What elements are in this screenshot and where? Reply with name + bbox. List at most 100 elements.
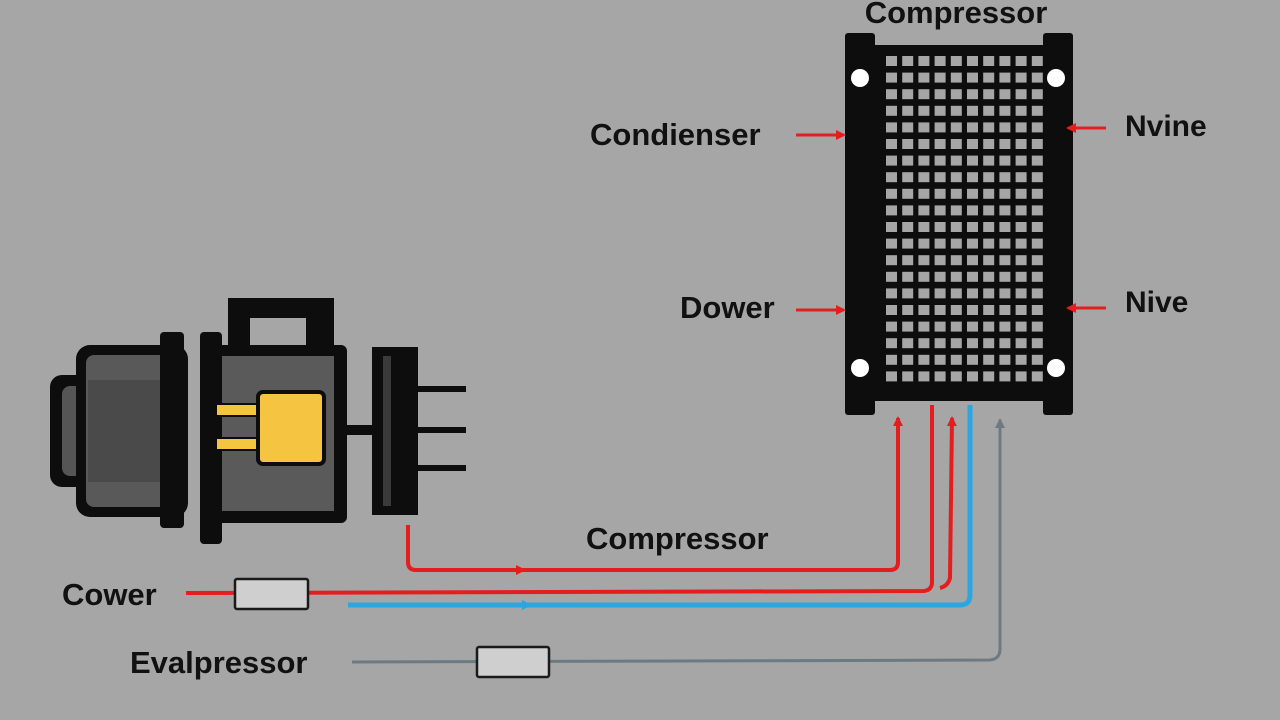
grille-hole — [1015, 205, 1027, 216]
label-nive: Nive — [1125, 286, 1188, 319]
grille-hole — [902, 222, 914, 232]
grille-hole — [1015, 72, 1027, 83]
grille-hole — [1031, 139, 1043, 149]
grille-hole — [1015, 122, 1027, 133]
label-dower: Dower — [680, 290, 775, 325]
grille-hole — [918, 321, 930, 332]
grille-hole — [983, 188, 995, 199]
grille-hole — [1031, 255, 1043, 266]
grille-hole — [902, 371, 914, 382]
grille-hole — [950, 72, 962, 83]
grille-hole — [1015, 56, 1027, 66]
grille-hole — [950, 205, 962, 216]
grille-hole — [950, 105, 962, 116]
grille-hole — [983, 371, 995, 382]
grille-hole — [1031, 354, 1043, 365]
grille-hole — [1031, 155, 1043, 166]
grille-hole — [918, 288, 930, 299]
grille-hole — [1015, 105, 1027, 116]
grille-hole — [886, 321, 897, 332]
grille-hole — [918, 139, 930, 149]
grille-hole — [1031, 305, 1043, 315]
grille-hole — [918, 155, 930, 166]
grille-hole — [918, 56, 930, 66]
grille-hole — [886, 89, 897, 100]
grille-hole — [902, 89, 914, 100]
compressor-motor-icon — [50, 298, 466, 544]
grille-hole — [918, 354, 930, 365]
grille-hole — [983, 238, 995, 249]
grille-hole — [950, 172, 962, 183]
grille-hole — [999, 139, 1011, 149]
grille-hole — [918, 188, 930, 199]
grille-hole — [967, 72, 978, 83]
red-pipe-branch — [939, 416, 957, 590]
grille-hole — [934, 338, 946, 349]
red-pipe-cower — [185, 405, 934, 595]
grille-hole — [886, 305, 897, 315]
grille-hole — [902, 72, 914, 83]
grille-hole — [1015, 139, 1027, 149]
grille-hole — [934, 105, 946, 116]
grille-hole — [886, 172, 897, 183]
grille-hole — [967, 305, 978, 315]
grille-hole — [902, 288, 914, 299]
grille-hole — [918, 371, 930, 382]
grille-hole — [1031, 172, 1043, 183]
grille-hole — [934, 89, 946, 100]
grille-hole — [983, 321, 995, 332]
grille-hole — [918, 122, 930, 133]
grille-hole — [886, 188, 897, 199]
grille-hole — [1031, 122, 1043, 133]
grille-hole — [967, 205, 978, 216]
grille-hole — [983, 205, 995, 216]
grille-hole — [918, 89, 930, 100]
grille-hole — [886, 56, 897, 66]
grille-hole — [902, 354, 914, 365]
grille-hole — [934, 56, 946, 66]
grille-hole — [950, 238, 962, 249]
label-nvine: Nvine — [1125, 110, 1207, 143]
grille-hole — [1015, 89, 1027, 100]
grille-hole — [967, 89, 978, 100]
grille-hole — [1015, 155, 1027, 166]
grille-hole — [886, 255, 897, 266]
grille-hole — [967, 271, 978, 282]
grille-hole — [999, 288, 1011, 299]
red-pipe-discharge — [406, 416, 903, 572]
grille-hole — [999, 222, 1011, 232]
grille-hole — [886, 338, 897, 349]
label-top-compressor: Compressor — [865, 0, 1048, 30]
grille-hole — [934, 255, 946, 266]
grille-hole — [934, 205, 946, 216]
grille-hole — [934, 288, 946, 299]
grille-hole — [918, 172, 930, 183]
grille-hole — [1031, 105, 1043, 116]
grille-hole — [967, 188, 978, 199]
grille-hole — [967, 321, 978, 332]
grille-hole — [950, 288, 962, 299]
grille-hole — [999, 371, 1011, 382]
grille-hole — [1031, 338, 1043, 349]
grille-hole — [967, 155, 978, 166]
grille-hole — [918, 72, 930, 83]
grille-hole — [967, 255, 978, 266]
grille-hole — [999, 56, 1011, 66]
grille-hole — [950, 56, 962, 66]
grille-hole — [934, 139, 946, 149]
grille-hole — [950, 155, 962, 166]
grille-hole — [967, 238, 978, 249]
grille-hole — [983, 271, 995, 282]
grille-hole — [983, 139, 995, 149]
grille-hole — [902, 338, 914, 349]
grille-hole — [999, 321, 1011, 332]
label-condienser: Condienser — [590, 117, 761, 152]
grille-hole — [934, 354, 946, 365]
grille-hole — [967, 371, 978, 382]
grille-hole — [902, 122, 914, 133]
grille-hole — [902, 205, 914, 216]
grille-hole — [934, 238, 946, 249]
grille-hole — [999, 89, 1011, 100]
grille-hole — [1015, 321, 1027, 332]
grille-hole — [1015, 305, 1027, 315]
